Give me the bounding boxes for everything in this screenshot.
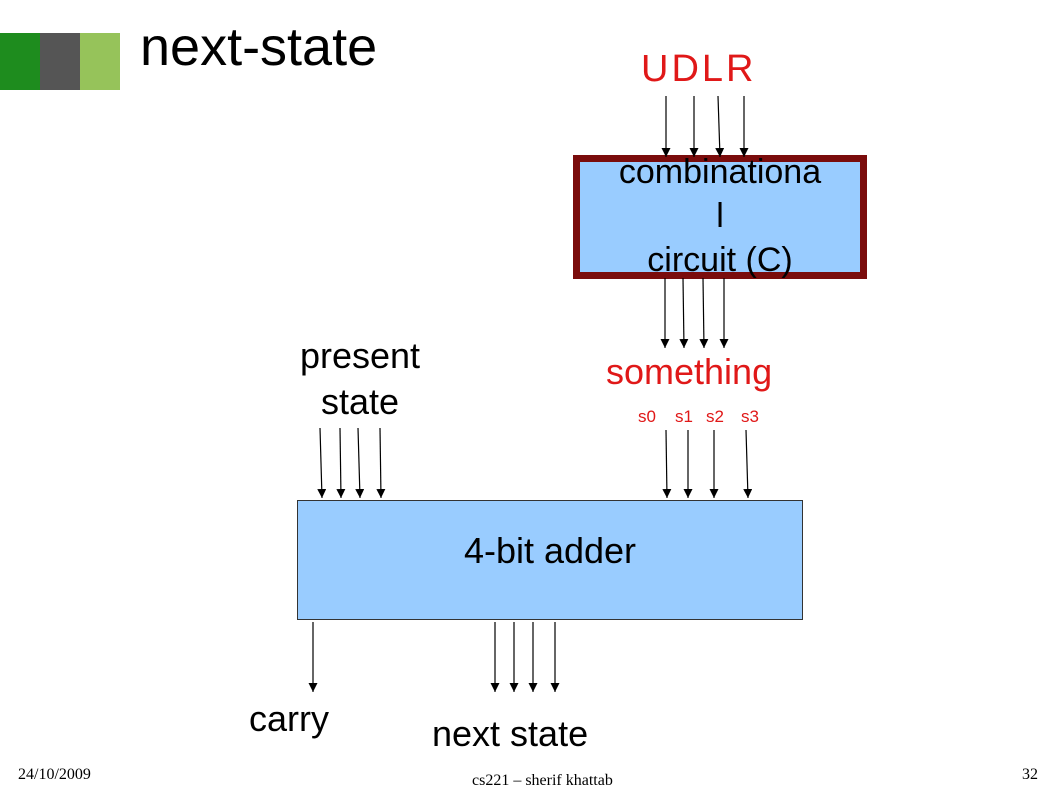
udlr-inputs-label: UDLR: [641, 48, 757, 90]
logo-square-green: [0, 33, 40, 90]
wire-s3: [743, 429, 753, 499]
footer-date: 24/10/2009: [18, 766, 91, 783]
logo-square-gray: [40, 33, 80, 90]
four-bit-adder-box: [297, 500, 803, 620]
next-state-label: next state: [432, 713, 589, 754]
wire-ps-0: [317, 427, 327, 499]
combinational-circuit-box: [573, 155, 867, 279]
bit-label-s2: s2: [706, 407, 724, 426]
slide-title: next-state: [140, 17, 378, 77]
wire-c-out-1: [679, 277, 689, 349]
wire-ps-3: [376, 427, 386, 499]
carry-label: carry: [249, 698, 329, 739]
present-state-label: present state: [299, 335, 421, 422]
combinational-circuit-label: combinationa l circuit (C): [618, 153, 822, 279]
something-label: something: [606, 351, 773, 392]
footer-author: cs221 – sherif khattab: [472, 772, 613, 789]
page-number: 32: [1022, 766, 1038, 783]
wire-c-out-2: [699, 277, 709, 349]
wire-ps-1: [336, 427, 346, 499]
bit-label-s1: s1: [675, 407, 693, 426]
wire-ps-2: [355, 427, 365, 499]
wire-l: [715, 95, 725, 158]
bit-label-s3: s3: [741, 407, 759, 426]
bit-label-s0: s0: [638, 407, 656, 426]
wire-s0: [662, 429, 672, 499]
four-bit-adder-label: 4-bit adder: [463, 530, 637, 571]
logo-square-lightgreen: [80, 33, 120, 90]
